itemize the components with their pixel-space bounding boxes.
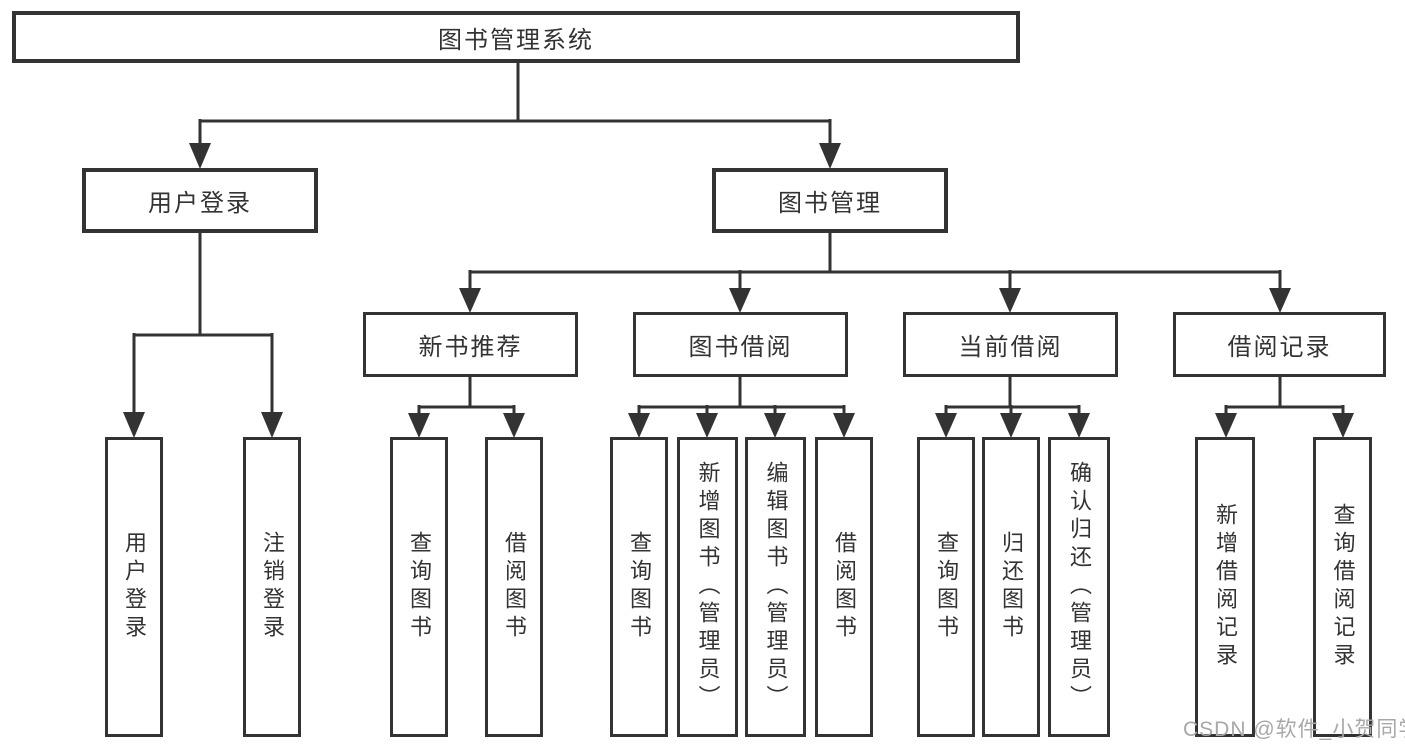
leaf-label: 编辑图书（管理员）: [763, 461, 789, 713]
leaf-query-books-current: 查询图书: [917, 437, 975, 737]
node-label: 当前借阅: [958, 334, 1063, 361]
leaf-return-book: 归还图书: [982, 437, 1040, 737]
node-root-system: 图书管理系统: [12, 11, 1020, 63]
node-label: 用户登录: [148, 190, 252, 217]
leaf-edit-book-admin: 编辑图书（管理员）: [745, 437, 806, 737]
node-new-book-recommend: 新书推荐: [363, 312, 578, 377]
node-label: 图书借阅: [688, 334, 793, 361]
csdn-watermark: CSDN @软件_小贺同学: [1183, 718, 1405, 741]
leaf-logout-login: 注销登录: [243, 437, 301, 737]
leaf-user-login: 用户登录: [105, 437, 163, 737]
leaf-label: 注销登录: [260, 531, 285, 643]
leaf-label: 归还图书: [999, 531, 1024, 643]
node-label: 借阅记录: [1227, 334, 1332, 361]
leaf-label: 用户登录: [122, 531, 147, 643]
leaf-label: 查询图书: [407, 531, 432, 643]
leaf-label: 新增图书（管理员）: [695, 461, 721, 713]
leaf-borrow-books-recommend: 借阅图书: [485, 437, 543, 737]
node-label: 新书推荐: [418, 334, 523, 361]
leaf-label: 查询图书: [934, 531, 959, 643]
leaf-label: 借阅图书: [502, 531, 527, 643]
node-current-borrowing: 当前借阅: [903, 312, 1118, 377]
node-borrowing-records: 借阅记录: [1173, 312, 1386, 377]
leaf-borrow-books-borrowing: 借阅图书: [815, 437, 873, 737]
leaf-query-borrow-record: 查询借阅记录: [1313, 437, 1372, 737]
node-root-label: 图书管理系统: [438, 26, 594, 54]
leaf-query-books-borrowing: 查询图书: [610, 437, 668, 737]
leaf-query-books-recommend: 查询图书: [390, 437, 448, 737]
leaf-label: 确认归还（管理员）: [1067, 461, 1092, 713]
node-label: 图书管理: [778, 190, 882, 217]
leaf-label: 新增借阅记录: [1213, 503, 1238, 671]
leaf-label: 查询图书: [627, 531, 652, 643]
leaf-confirm-return-admin: 确认归还（管理员）: [1048, 437, 1110, 737]
node-book-management-branch: 图书管理: [712, 168, 948, 233]
leaf-label: 查询借阅记录: [1330, 503, 1356, 671]
node-book-borrowing: 图书借阅: [633, 312, 848, 377]
leaf-label: 借阅图书: [832, 531, 857, 643]
leaf-add-book-admin: 新增图书（管理员）: [677, 437, 738, 737]
node-user-login-branch: 用户登录: [82, 168, 318, 233]
leaf-add-borrow-record: 新增借阅记录: [1195, 437, 1255, 737]
